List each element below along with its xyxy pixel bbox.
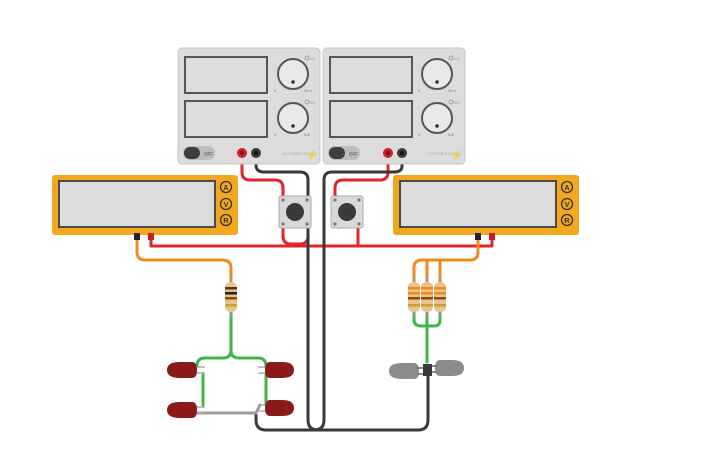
power-supply-2[interactable]: 0 30 V 0 5 A CV CC OFF DC POWER SUPPLY ⚡: [322, 47, 466, 165]
multimeter-right[interactable]: A V R: [393, 175, 579, 240]
wire-red-bus-right[interactable]: [308, 236, 494, 248]
voltage-knob-max-label: 30 V: [448, 88, 457, 93]
brand-label: DC POWER SUPPLY: [283, 152, 317, 156]
red-probe-terminal[interactable]: [148, 233, 154, 240]
led-red-bottom-left[interactable]: [167, 402, 205, 418]
brand-label: DC POWER SUPPLY: [428, 152, 462, 156]
power-switch-label: OFF: [204, 152, 213, 157]
mode-button-ammeter[interactable]: A: [560, 180, 574, 194]
voltage-knob-min-label: 0: [418, 88, 421, 93]
svg-text:A: A: [564, 183, 570, 192]
wire-red-bus-left[interactable]: [149, 236, 362, 248]
wire-black-ground-main[interactable]: [254, 153, 404, 432]
wire-black-ground-2[interactable]: [306, 226, 430, 432]
power-switch[interactable]: OFF: [183, 146, 215, 160]
power-switch-label: OFF: [349, 152, 358, 157]
cv-indicator-label: CV: [454, 56, 460, 61]
cc-indicator-light: [448, 99, 454, 105]
multimeter-left[interactable]: A V R: [52, 175, 238, 240]
current-knob[interactable]: [421, 102, 453, 134]
current-knob-max-label: 5 A: [304, 132, 310, 137]
current-knob-min-label: 0: [418, 132, 421, 137]
cc-indicator-light: [304, 99, 310, 105]
led-junction: [423, 364, 432, 376]
power-supply-1[interactable]: 0 30 V 0 5 A CV CC OFF DC POWER SUPPLY ⚡: [177, 47, 321, 165]
voltage-knob[interactable]: [277, 58, 309, 90]
wire-gray-led-bottom[interactable]: [194, 403, 262, 415]
wire-orange-left[interactable]: [135, 236, 233, 284]
svg-text:R: R: [223, 216, 229, 225]
mode-button-ammeter[interactable]: A: [219, 180, 233, 194]
negative-terminal[interactable]: [397, 148, 407, 158]
red-probe-terminal[interactable]: [489, 233, 495, 240]
wire-red-button1[interactable]: [281, 224, 310, 246]
wire-red-supply1[interactable]: [240, 153, 285, 205]
current-knob-max-label: 5 A: [448, 132, 454, 137]
current-knob[interactable]: [277, 102, 309, 134]
cc-indicator-label: CC: [454, 100, 460, 105]
svg-text:A: A: [223, 183, 229, 192]
led-red-top-left[interactable]: [167, 362, 205, 378]
bolt-icon: ⚡: [451, 149, 462, 161]
resistor-right-2[interactable]: [421, 276, 433, 318]
resistor-right-1[interactable]: [408, 276, 420, 318]
positive-terminal[interactable]: [237, 148, 247, 158]
resistor-right-3[interactable]: [434, 276, 446, 318]
svg-text:V: V: [564, 200, 569, 209]
led-gray-right[interactable]: [427, 360, 464, 376]
negative-terminal[interactable]: [251, 148, 261, 158]
bolt-icon: ⚡: [306, 149, 317, 161]
black-probe-terminal[interactable]: [134, 233, 140, 240]
mode-button-voltmeter[interactable]: V: [560, 197, 574, 211]
pushbutton-2[interactable]: [330, 195, 364, 229]
cv-indicator-light: [304, 55, 310, 61]
mode-button-ohmmeter[interactable]: R: [219, 213, 233, 227]
mode-button-ohmmeter[interactable]: R: [560, 213, 574, 227]
voltage-knob-max-label: 30 V: [304, 88, 313, 93]
power-switch[interactable]: OFF: [328, 146, 360, 160]
wires: [135, 153, 494, 432]
current-knob-min-label: 0: [274, 132, 277, 137]
led-red-bottom-right[interactable]: [258, 400, 294, 416]
voltage-knob-min-label: 0: [274, 88, 277, 93]
cc-indicator-label: CC: [310, 100, 316, 105]
led-red-top-right[interactable]: [258, 362, 294, 378]
led-gray-left[interactable]: [389, 363, 428, 379]
wire-red-supply2[interactable]: [333, 153, 390, 205]
svg-text:R: R: [564, 216, 570, 225]
wire-black-supply1[interactable]: [254, 153, 310, 202]
wire-green-left-2[interactable]: [229, 348, 268, 368]
cv-indicator-light: [448, 55, 454, 61]
pushbutton-1[interactable]: [278, 195, 312, 229]
black-probe-terminal[interactable]: [475, 233, 481, 240]
svg-text:V: V: [223, 200, 228, 209]
wire-green-left[interactable]: [195, 310, 233, 368]
positive-terminal[interactable]: [383, 148, 393, 158]
resistor-left[interactable]: [225, 276, 237, 318]
cv-indicator-label: CV: [310, 56, 316, 61]
wire-orange-right[interactable]: [412, 236, 480, 284]
voltage-knob[interactable]: [421, 58, 453, 90]
mode-button-voltmeter[interactable]: V: [219, 197, 233, 211]
